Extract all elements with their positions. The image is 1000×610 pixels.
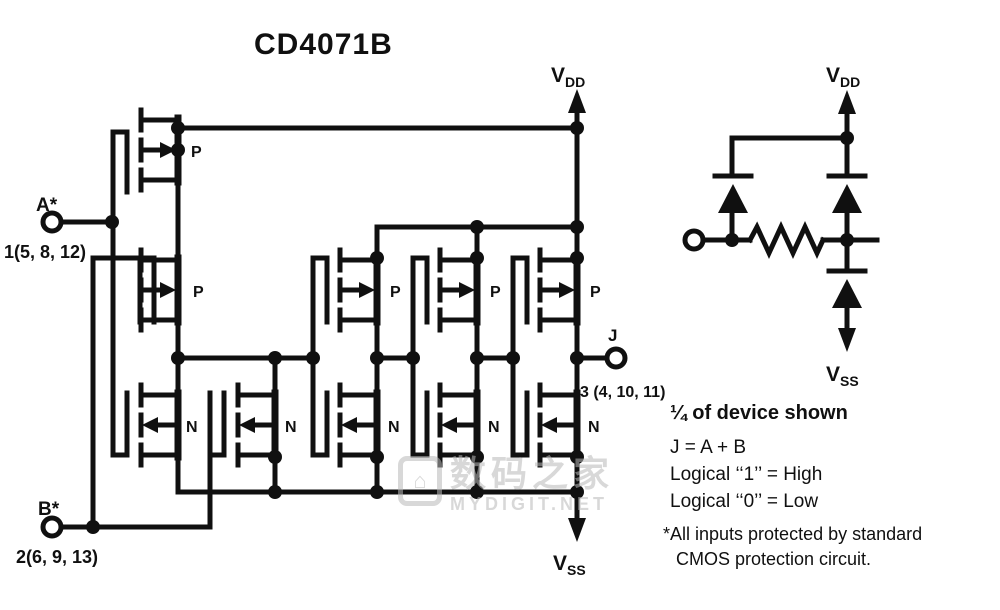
transistor-type-label: P — [590, 284, 601, 301]
junction-dot — [268, 351, 282, 365]
p-channel-arrow-icon — [160, 282, 176, 298]
prot-vdd-arrow-icon — [838, 90, 856, 114]
transistor-p4: P — [437, 247, 501, 333]
protection-diode-left-icon — [718, 184, 748, 213]
prot-vdd-label: VDD — [826, 64, 860, 90]
transistor-p3: P — [337, 247, 401, 333]
transistor-p2: P — [138, 247, 204, 333]
junction-dot — [470, 220, 484, 234]
transistor-n2: N — [235, 382, 297, 468]
junction-dot — [840, 233, 854, 247]
p-channel-arrow-icon — [459, 282, 475, 298]
transistor-type-label: P — [390, 284, 401, 301]
schematic-labels: A* 1(5, 8, 12) B* 2(6, 9, 13) J 3 (4, 10, 11)… — [4, 64, 860, 578]
watermark-house-icon: ⌂ — [398, 456, 442, 506]
junction-dot — [268, 450, 282, 464]
note-device-fraction: ¼ of device shown — [670, 402, 848, 424]
junction-dot — [370, 485, 384, 499]
transistor-type-label: N — [388, 419, 400, 436]
transistor-p5: P — [537, 247, 601, 333]
prot-input-terminal — [682, 228, 706, 252]
junction-dot — [370, 251, 384, 265]
p-channel-arrow-icon — [559, 282, 575, 298]
watermark-cn-text: 数码之家 — [450, 453, 615, 494]
note-logic-equation: J = A + B — [670, 437, 747, 458]
junction-dot — [570, 220, 584, 234]
junction-dot — [570, 351, 584, 365]
transistors: P P P P P N N N N N — [138, 107, 601, 468]
j-pin-label: 3 (4, 10, 11) — [580, 384, 665, 401]
a-pin-label: 1(5, 8, 12) — [4, 242, 86, 262]
transistor-type-label: N — [488, 419, 500, 436]
prot-vss-label: VSS — [826, 363, 859, 389]
junction-dots — [86, 121, 854, 534]
vdd-arrow-icon — [568, 89, 586, 113]
vdd-label: VDD — [551, 64, 585, 90]
junction-dot — [171, 351, 185, 365]
b-input-label: B* — [38, 499, 60, 520]
junction-dot — [570, 251, 584, 265]
watermark-en-text: MYDIGIT.NET — [450, 494, 609, 514]
protection-diode-top-icon — [832, 184, 862, 213]
transistor-type-label: N — [186, 419, 198, 436]
n-channel-arrow-icon — [441, 417, 457, 433]
protection-diode-bottom-icon — [832, 279, 862, 308]
protection-diodes — [718, 184, 862, 308]
terminals — [40, 210, 706, 539]
n-channel-arrow-icon — [142, 417, 158, 433]
transistor-type-label: N — [285, 419, 297, 436]
output-j-terminal — [604, 346, 628, 370]
p-channel-arrow-icon — [359, 282, 375, 298]
junction-dot — [725, 233, 739, 247]
junction-dot — [570, 121, 584, 135]
junction-dot — [171, 143, 185, 157]
power-arrows — [568, 89, 856, 542]
note-protection-line2: CMOS protection circuit. — [676, 549, 872, 569]
transistor-type-label: P — [193, 284, 204, 301]
junction-dot — [570, 450, 584, 464]
junction-dot — [171, 121, 185, 135]
junction-dot — [470, 351, 484, 365]
junction-dot — [470, 485, 484, 499]
p-channel-arrow-icon — [160, 142, 176, 158]
junction-dot — [840, 131, 854, 145]
junction-dot — [470, 251, 484, 265]
transistor-type-label: P — [490, 284, 501, 301]
junction-dot — [105, 215, 119, 229]
junction-dot — [370, 351, 384, 365]
b-pin-label: 2(6, 9, 13) — [16, 547, 98, 567]
watermark: ⌂ 数码之家 MYDIGIT.NET — [398, 456, 614, 513]
junction-dot — [306, 351, 320, 365]
note-logical-0: Logical ‘‘0’’ = Low — [670, 491, 819, 512]
a-input-label: A* — [36, 195, 58, 216]
j-output-label: J — [608, 326, 617, 345]
junction-dot — [506, 351, 520, 365]
junction-dot — [370, 450, 384, 464]
transistor-type-label: P — [191, 144, 202, 161]
junction-dot — [268, 485, 282, 499]
note-protection-line1: *All inputs protected by standard — [663, 524, 923, 544]
input-b-terminal — [40, 515, 64, 539]
part-number-title: CD4071B — [254, 28, 393, 61]
transistor-n3: N — [337, 382, 400, 468]
prot-vss-arrow-icon — [838, 328, 856, 352]
transistor-n4: N — [437, 382, 500, 468]
junction-dot — [86, 520, 100, 534]
junction-dot — [570, 485, 584, 499]
transistor-p1: P — [138, 107, 202, 193]
n-channel-arrow-icon — [541, 417, 557, 433]
junction-dot — [470, 450, 484, 464]
vss-arrow-icon — [568, 518, 586, 542]
junction-dot — [406, 351, 420, 365]
input-a-terminal — [40, 210, 64, 234]
transistor-n1: N — [138, 382, 198, 468]
n-channel-arrow-icon — [239, 417, 255, 433]
n-channel-arrow-icon — [341, 417, 357, 433]
vss-label: VSS — [553, 552, 586, 578]
transistor-type-label: N — [588, 419, 600, 436]
note-logical-1: Logical ‘‘1’’ = High — [670, 464, 823, 485]
